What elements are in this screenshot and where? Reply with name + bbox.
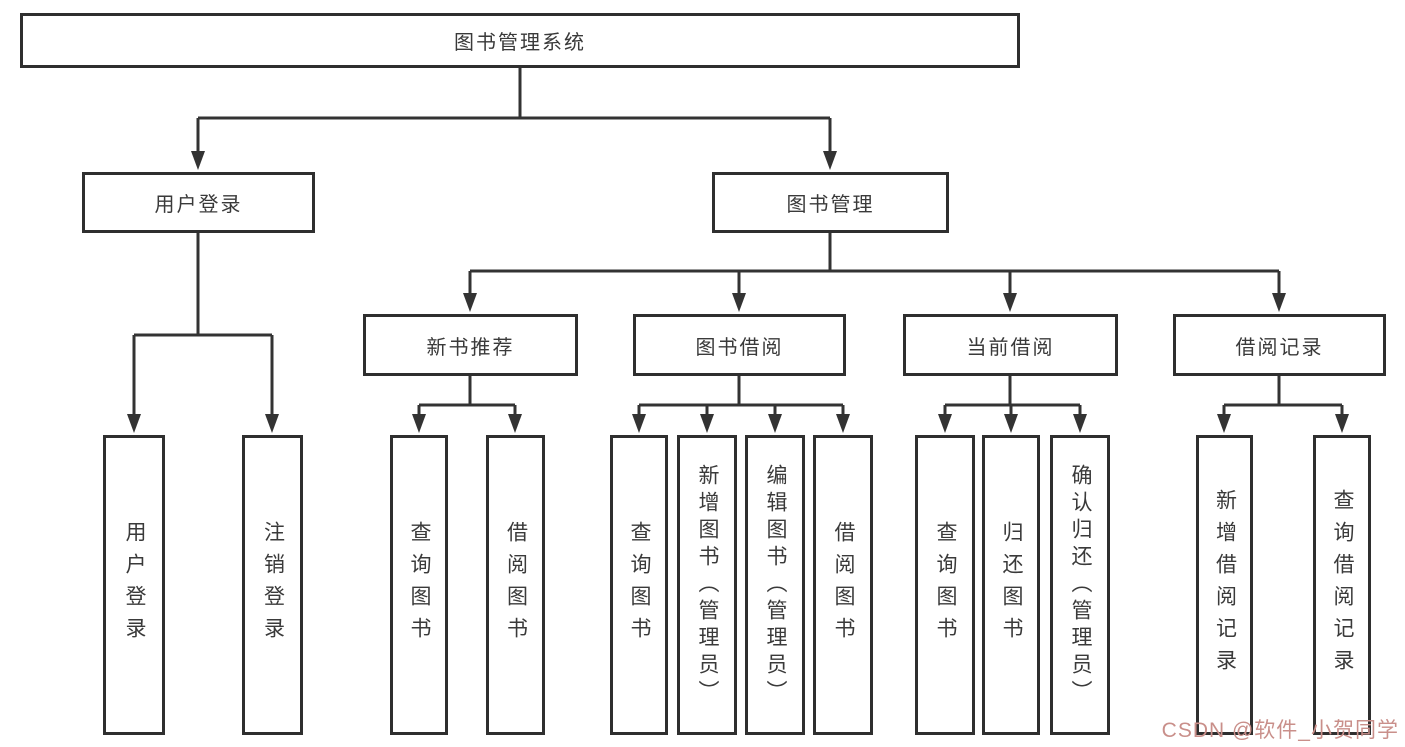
node-new-book-recommend: 新书推荐 [363,314,578,376]
leaf-query-books-current: 查询图书 [915,435,975,735]
node-user-login: 用户登录 [82,172,315,233]
node-book-management: 图书管理 [712,172,949,233]
leaf-add-books-admin: 新增图书（管理员） [677,435,737,735]
leaf-return-books: 归还图书 [982,435,1040,735]
node-current-borrowing: 当前借阅 [903,314,1118,376]
leaf-borrow-books-borrowing: 借阅图书 [813,435,873,735]
leaf-borrow-books-recommend: 借阅图书 [486,435,545,735]
csdn-watermark: CSDN @软件_小贺同学 [1161,719,1399,742]
node-library-management-system: 图书管理系统 [20,13,1020,68]
node-borrowing-records: 借阅记录 [1173,314,1386,376]
leaf-add-borrow-record: 新增借阅记录 [1196,435,1253,735]
leaf-query-books-borrowing: 查询图书 [610,435,668,735]
leaf-query-borrow-record: 查询借阅记录 [1313,435,1371,735]
leaf-user-login: 用户登录 [103,435,165,735]
node-book-borrowing: 图书借阅 [633,314,846,376]
leaf-query-books-recommend: 查询图书 [390,435,448,735]
leaf-confirm-return-admin: 确认归还（管理员） [1050,435,1110,735]
leaf-edit-books-admin: 编辑图书（管理员） [745,435,805,735]
leaf-logout: 注销登录 [242,435,303,735]
